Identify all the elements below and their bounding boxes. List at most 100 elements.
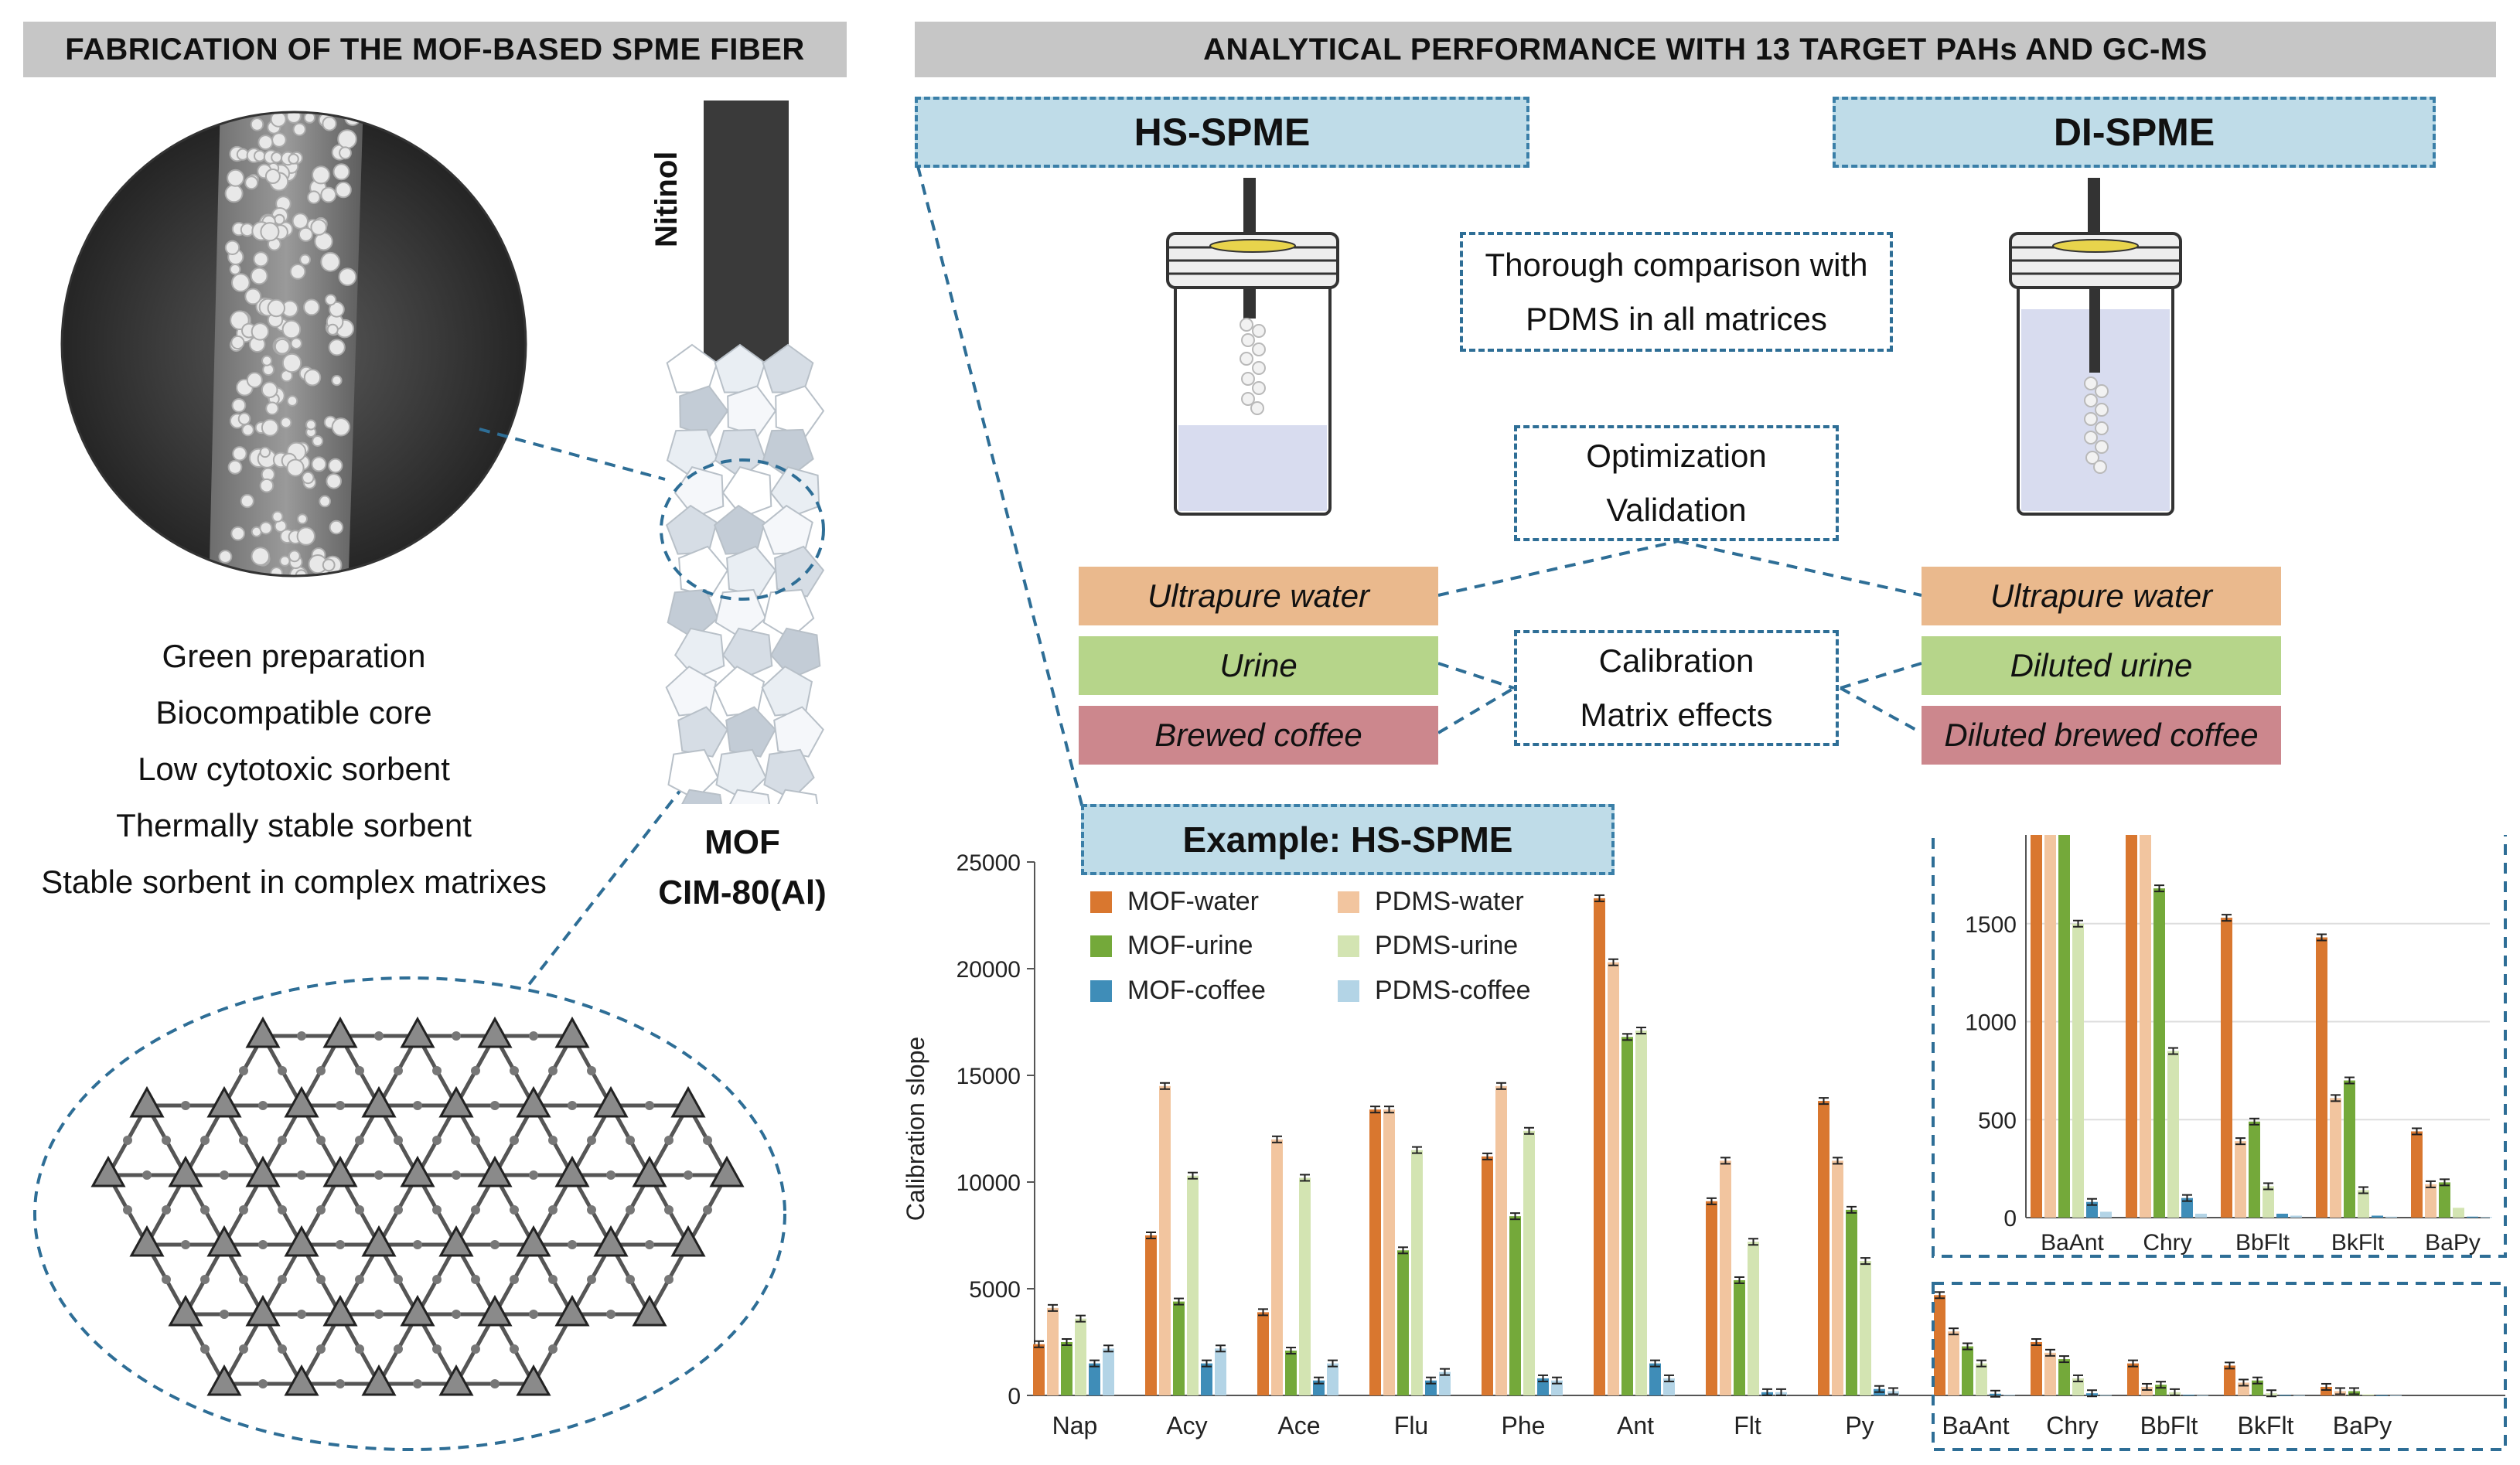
mof-metal-node [477,1155,513,1187]
sem-particle [331,417,351,437]
sem-particle [230,335,245,350]
sem-particle [218,550,233,564]
x-tick-label: Chry [2046,1412,2099,1439]
sem-particle [292,213,309,230]
sem-particle [229,264,241,275]
mof-linker-atom [510,1066,519,1075]
mof-linker-atom [587,1205,596,1215]
mof-linker-atom [278,1344,287,1354]
inset-x-tick-label: BaAnt [2041,1230,2104,1255]
sem-particle [290,337,302,349]
mof-linker-atom [703,1136,712,1145]
mof-linker-atom [452,1310,461,1319]
main-bar [1089,1363,1100,1395]
inset-y-tick-label: 2000 [1965,835,2017,840]
legend-swatch [1090,935,1112,957]
mof-metal-node [168,1294,203,1327]
legend-label: PDMS-urine [1375,931,1518,960]
mof-metal-node [284,1085,319,1118]
mof-linker-atom [510,1275,519,1284]
mof-linker-atom [664,1136,673,1145]
mof-linker-atom [626,1205,635,1215]
mof-linker-atom [413,1379,422,1388]
mof-linker-atom [239,1136,248,1145]
main-bar [1635,1031,1647,1395]
mof-linker-atom [200,1344,210,1354]
di-vial [2009,178,2182,516]
main-bar [1663,1378,1675,1395]
sem-particle [250,267,268,285]
main-bar [1271,1139,1283,1395]
mof-crystal [666,428,718,479]
mof-linker-atom [355,1344,364,1354]
hs-vial [1166,178,1339,516]
sem-particle [311,456,327,472]
sem-particle [302,471,315,485]
main-bar [2224,1365,2235,1395]
sem-particle [220,574,232,576]
mof-crystal [715,748,767,800]
sem-particle [319,495,332,508]
sem-particle [267,298,285,318]
sem-particle [303,112,315,124]
mof-metal-node [245,1016,281,1048]
mof-linker-atom [220,1170,229,1180]
inset-bar [2153,888,2165,1218]
main-bar [2127,1363,2139,1395]
inset-x-tick-label: Chry [2143,1230,2191,1255]
validation-label: Validation [1606,492,1747,528]
vials-and-connectors [916,165,2182,809]
mof-linker-atom [432,1066,442,1075]
mof-linker-atom [548,1066,558,1075]
main-bar [1537,1378,1549,1395]
sem-particle [299,254,312,266]
main-bar [1439,1371,1451,1395]
sem-particle [241,423,254,437]
sem-particle [254,149,266,162]
mof-linker-atom [316,1275,326,1284]
mof-linker-atom [432,1136,442,1145]
main-bar [2031,1342,2042,1395]
main-bar [1299,1177,1311,1395]
inset-bar [2425,1184,2436,1218]
mof-name: CIM-80(Al) [658,874,827,911]
main-bar [1187,1175,1199,1395]
sem-particle [240,494,254,509]
feature-stable: Stable sorbent in complex matrixes [41,864,547,900]
mof-linker-atom [374,1031,384,1041]
mof-metal-node [477,1294,513,1327]
main-bar [1061,1342,1072,1395]
main-bar [1948,1331,1959,1395]
sem-particle [259,478,275,493]
main-bar [1846,1209,1857,1395]
optimization-label: Optimization [1586,438,1767,474]
y-axis-label: Calibration slope [902,1037,929,1221]
mof-linker-atom [432,1275,442,1284]
mof-linker-atom [258,1240,268,1249]
y-tick-label: 10000 [957,1170,1021,1196]
inset-bar [2385,1216,2397,1218]
main-bar [1962,1346,1973,1395]
mof-linker-atom [645,1240,654,1249]
main-bar [1103,1348,1114,1395]
mof-linker-atom [432,1205,442,1215]
inset-bar [2031,835,2042,1218]
mof-crystal [726,545,777,598]
mof-linker-atom [278,1205,287,1215]
y-tick-label: 15000 [957,1064,1021,1089]
mof-linker-atom [316,1066,326,1075]
mof-linker-atom [432,1344,442,1354]
inset-frame [1932,835,2507,1258]
sem-particle [250,118,264,131]
main-bar [2197,1395,2208,1396]
mof-crystal [713,504,766,555]
hs-matrix-urine: Urine [1079,636,1438,695]
mof-linker-atom [355,1275,364,1284]
mof-metal-node [400,1294,435,1327]
main-bar [1509,1216,1521,1395]
mof-linker-atom [374,1310,384,1319]
zoom-region-frame [1932,1282,2507,1451]
main-bar [2293,1395,2305,1396]
sem-particle [246,372,263,389]
legend-swatch [1338,980,1359,1002]
